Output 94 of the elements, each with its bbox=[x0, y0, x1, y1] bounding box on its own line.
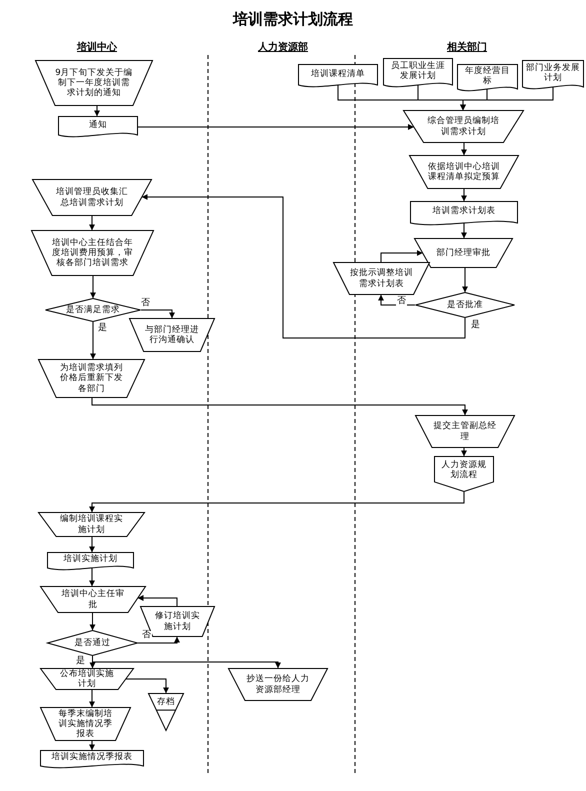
step-text: 编制培训课程实施计划 bbox=[59, 514, 124, 535]
connector-arrow bbox=[90, 612, 96, 630]
connector-arrow bbox=[92, 398, 468, 416]
step-text: 按批示调整培训需求计划表 bbox=[349, 268, 414, 289]
document-shape bbox=[383, 58, 453, 88]
step-text: 培训实施情况季报表 bbox=[52, 752, 132, 763]
diagram-title: 培训需求计划流程 bbox=[232, 10, 354, 29]
document-shape bbox=[298, 64, 378, 88]
edge-label: 是 bbox=[97, 324, 108, 333]
connector-arrow bbox=[92, 656, 281, 668]
step-text: 是否批准 bbox=[447, 300, 483, 310]
step-text: 综合管理员编制培训需求计划 bbox=[426, 116, 500, 137]
step-text: 是否通过 bbox=[74, 638, 110, 648]
connector-arrow bbox=[461, 448, 467, 456]
step-text: 培训中心主任审批 bbox=[60, 589, 126, 610]
off-page-connector bbox=[434, 456, 494, 492]
step-text: 每季末编制培训实施情况季报表 bbox=[58, 708, 114, 740]
storage-triangle bbox=[148, 693, 184, 731]
decision-diamond bbox=[415, 292, 515, 318]
lane-header: 相关部门 bbox=[447, 40, 487, 54]
manual-operation-shape bbox=[414, 238, 513, 268]
step-text: 员工职业生涯发展计划 bbox=[390, 60, 446, 82]
connector-arrow bbox=[138, 636, 180, 644]
manual-operation-shape bbox=[409, 155, 519, 189]
edge-label: 是 bbox=[75, 657, 86, 666]
connector-arrow bbox=[142, 194, 466, 338]
manual-operation-shape bbox=[32, 179, 152, 216]
step-text: 培训课程清单 bbox=[311, 68, 365, 80]
manual-operation-shape bbox=[140, 606, 215, 637]
step-text: 依据培训中心培训课程清单拟定预算 bbox=[428, 162, 500, 182]
step-text: 培训需求计划表 bbox=[432, 206, 496, 217]
edge-label: 否 bbox=[141, 631, 152, 640]
connector-arrow bbox=[89, 536, 95, 552]
connector-arrow bbox=[89, 492, 464, 512]
connector-arrow bbox=[461, 222, 467, 238]
document-shape bbox=[522, 60, 584, 90]
step-text: 培训实施计划 bbox=[64, 554, 118, 565]
manual-operation-shape bbox=[40, 668, 134, 690]
document-shape bbox=[47, 552, 134, 571]
manual-operation-shape bbox=[38, 359, 145, 398]
connector-arrow bbox=[90, 322, 96, 360]
step-text: 培训中心主任结合年度培训费用预算，审核各部门培训需求 bbox=[52, 238, 134, 268]
connector-arrow bbox=[89, 216, 95, 230]
manual-operation-shape bbox=[35, 60, 153, 106]
edge-label: 否 bbox=[140, 299, 151, 308]
decision-diamond bbox=[47, 630, 138, 656]
manual-operation-shape bbox=[40, 707, 131, 741]
connector-arrow bbox=[126, 678, 169, 694]
connector-arrow bbox=[94, 106, 100, 116]
step-text: 部门业务发展计划 bbox=[526, 62, 580, 84]
step-text: 公布培训实施计划 bbox=[59, 668, 115, 690]
manual-operation-shape bbox=[129, 318, 215, 352]
document-shape bbox=[58, 116, 138, 138]
connector-arrow bbox=[138, 595, 178, 606]
step-text: 是否满足需求 bbox=[66, 304, 120, 316]
connector-arrow bbox=[461, 142, 467, 156]
step-text: 培训管理员收集汇总培训需求计划 bbox=[55, 187, 129, 208]
connector-arrow bbox=[138, 124, 414, 130]
connector-arrow bbox=[89, 690, 95, 708]
manual-operation-shape bbox=[403, 110, 524, 143]
connector-arrow bbox=[460, 86, 554, 110]
lane-header: 人力资源部 bbox=[258, 40, 308, 54]
manual-operation-shape bbox=[38, 512, 145, 537]
step-text: 与部门经理进行沟通确认 bbox=[144, 324, 200, 346]
connector-arrow bbox=[89, 740, 95, 750]
step-text: 修订培训实施计划 bbox=[154, 611, 201, 632]
manual-operation-shape bbox=[31, 230, 154, 276]
document-shape bbox=[410, 201, 518, 226]
connector-arrow bbox=[378, 294, 416, 306]
step-text: 存档 bbox=[157, 696, 175, 707]
connector-arrow bbox=[380, 250, 423, 262]
connector-arrow bbox=[140, 310, 175, 318]
connector-arrow bbox=[461, 188, 467, 202]
edge-label: 是 bbox=[470, 321, 481, 330]
document-shape bbox=[457, 64, 518, 92]
connector-arrow bbox=[462, 268, 468, 292]
lane-header: 培训中心 bbox=[77, 40, 117, 54]
step-text: 9月下旬下发关于编制下一年度培训需求计划的通知 bbox=[55, 68, 133, 98]
step-text: 抄送一份给人力资源部经理 bbox=[246, 674, 310, 695]
connector-arrow bbox=[90, 276, 96, 298]
step-text: 通知 bbox=[89, 120, 107, 130]
manual-operation-shape bbox=[333, 262, 430, 295]
manual-operation-shape bbox=[40, 586, 146, 613]
step-text: 人力资源规划流程 bbox=[440, 460, 488, 480]
manual-operation-shape bbox=[228, 668, 328, 701]
step-text: 为培训需求填列价格后重新下发各部门 bbox=[59, 363, 124, 394]
connector-arrow bbox=[89, 568, 95, 586]
step-text: 提交主管副总经理 bbox=[432, 421, 498, 442]
edge-label: 否 bbox=[396, 297, 407, 306]
decision-diamond bbox=[45, 298, 141, 322]
document-shape bbox=[40, 750, 144, 769]
manual-operation-shape bbox=[415, 415, 515, 448]
step-text: 部门经理审批 bbox=[436, 248, 490, 258]
step-text: 年度经营目标 bbox=[464, 66, 511, 86]
